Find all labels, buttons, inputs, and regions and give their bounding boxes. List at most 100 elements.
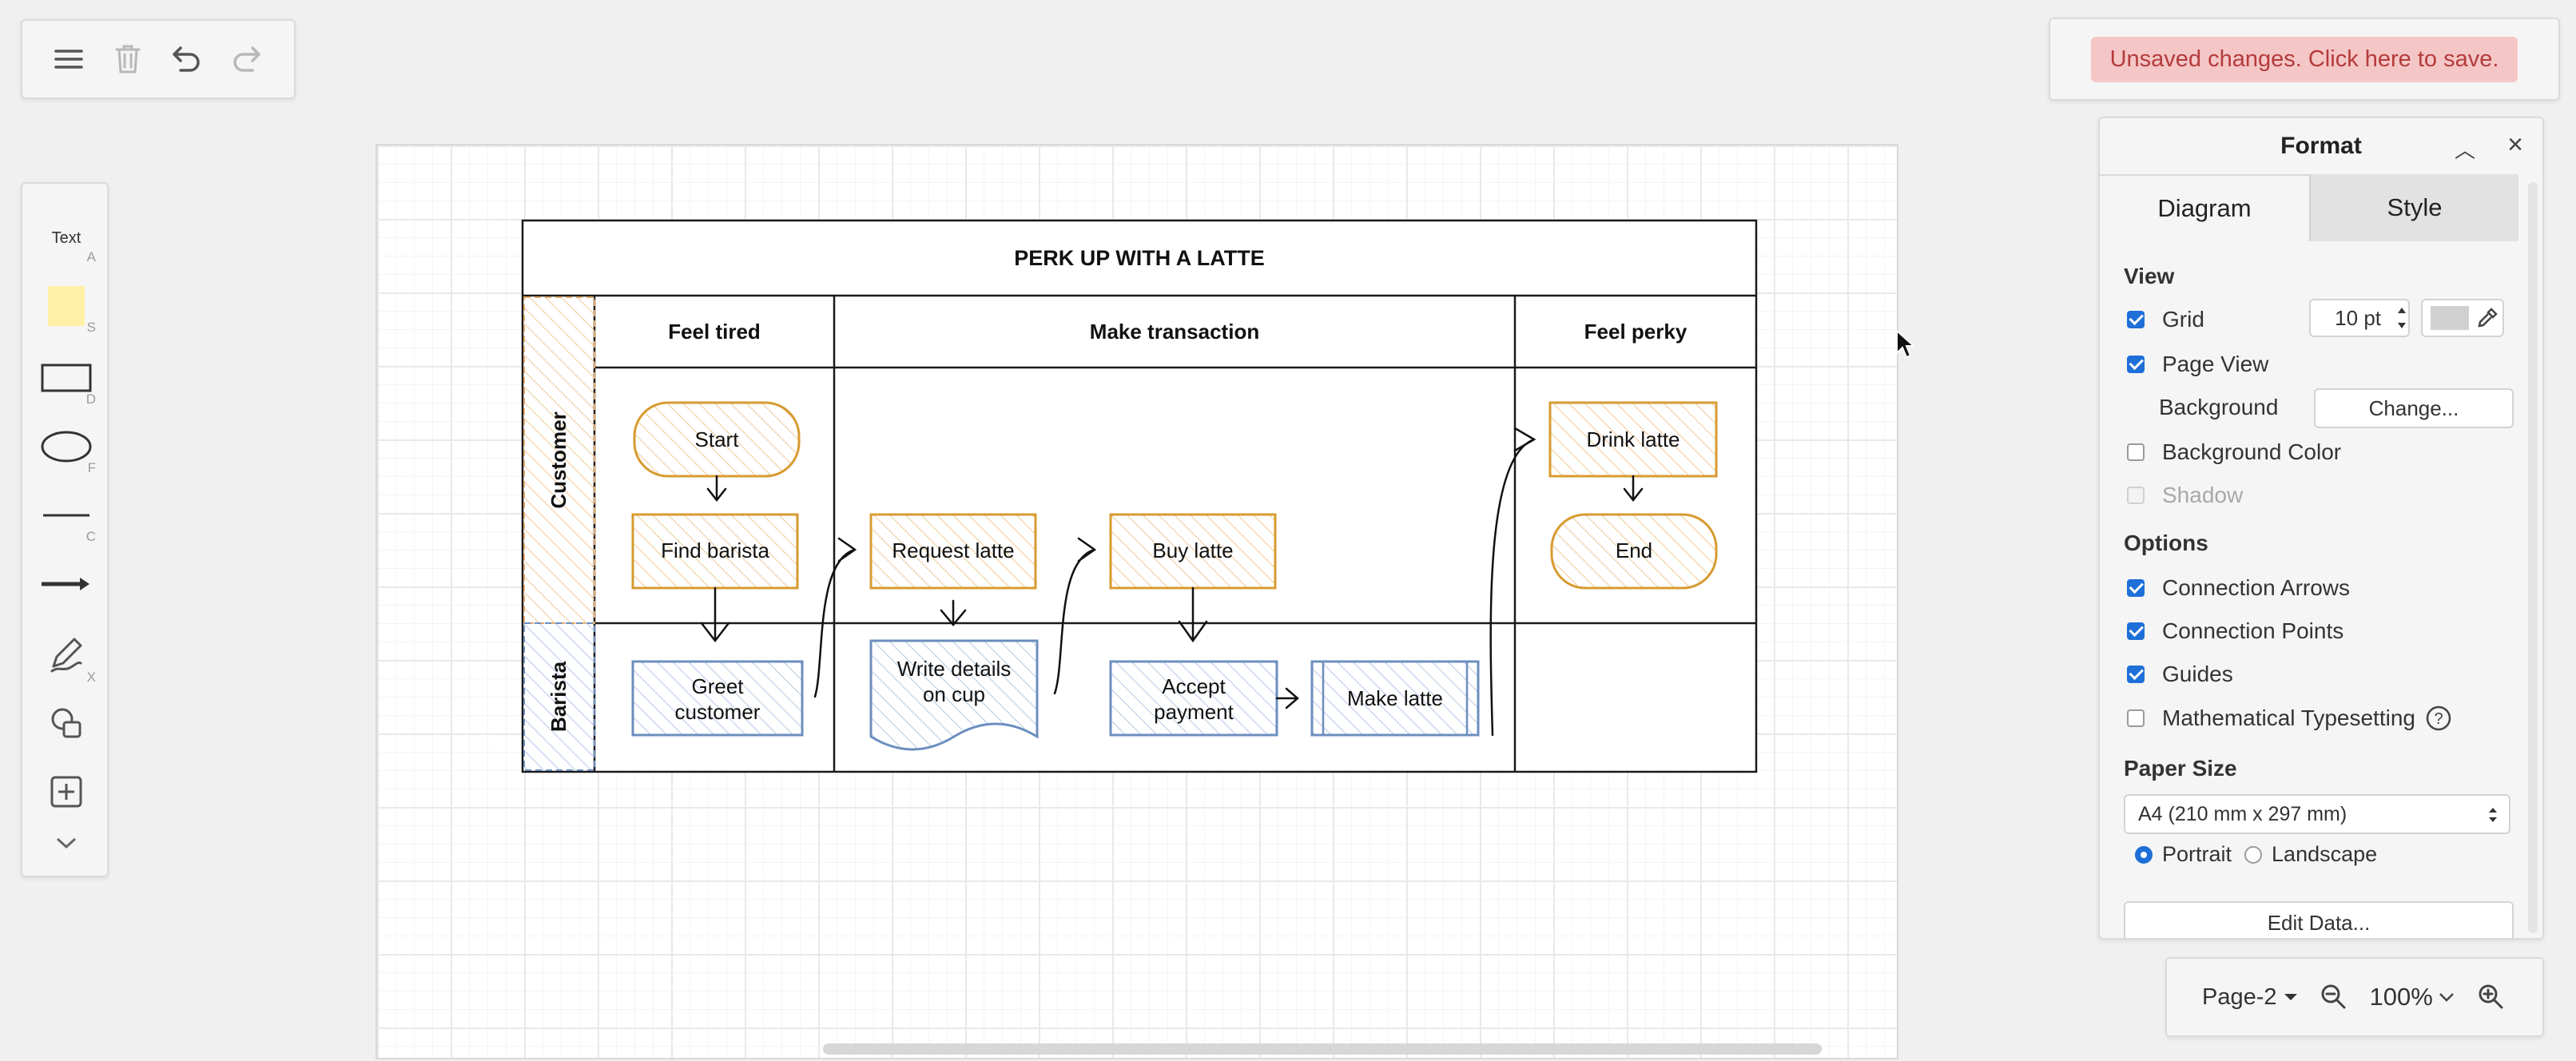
node-find-barista[interactable]: Find barista <box>631 513 799 590</box>
phase-feel-tired[interactable]: Feel tired <box>668 320 761 344</box>
format-panel-scrollbar[interactable] <box>2528 182 2538 933</box>
diagram-canvas[interactable]: PERK UP WITH A LATTE Feel tired Make tra… <box>376 144 1898 1059</box>
connection-arrows-checkbox[interactable] <box>2127 579 2145 597</box>
edit-data-button[interactable]: Edit Data... <box>2124 901 2514 938</box>
help-icon[interactable]: ? <box>2425 705 2452 732</box>
portrait-option[interactable]: Portrait <box>2135 842 2232 867</box>
connectors[interactable] <box>700 427 1644 737</box>
zoom-bar: Page-2 100% <box>2165 957 2544 1037</box>
diagram-title[interactable]: PERK UP WITH A LATTE <box>1014 246 1265 270</box>
node-greet-customer[interactable]: Greet customer <box>631 660 804 737</box>
shadow-option: Shadow <box>2127 483 2243 508</box>
connection-points-option[interactable]: Connection Points <box>2127 618 2343 644</box>
node-write-details[interactable]: Write details on cup <box>869 639 1039 751</box>
freehand-icon <box>50 638 82 673</box>
node-end[interactable]: End <box>1550 513 1718 590</box>
save-banner: Unsaved changes. Click here to save. <box>2049 18 2560 101</box>
guides-option[interactable]: Guides <box>2127 662 2233 687</box>
grid-option[interactable]: Grid <box>2127 307 2204 332</box>
svg-text:End: End <box>1616 538 1652 562</box>
insert-tool[interactable] <box>22 764 110 820</box>
change-background-button[interactable]: Change... <box>2314 388 2514 428</box>
node-start[interactable]: Start <box>633 401 801 478</box>
trash-icon[interactable] <box>105 37 150 81</box>
page-selector[interactable]: Page-2 <box>2202 984 2300 1011</box>
page-view-checkbox[interactable] <box>2127 356 2145 373</box>
chevron-down-icon <box>2439 993 2454 1002</box>
svg-text:Find barista: Find barista <box>661 538 769 562</box>
menu-icon[interactable] <box>46 37 91 81</box>
zoom-in-icon[interactable] <box>2476 982 2506 1012</box>
svg-text:Buy latte: Buy latte <box>1152 538 1233 562</box>
ellipse-icon <box>41 431 92 463</box>
phase-feel-perky[interactable]: Feel perky <box>1584 320 1688 344</box>
arrow-tool[interactable] <box>22 556 110 612</box>
sticky-note-icon <box>48 286 85 326</box>
arrow-icon <box>42 578 89 590</box>
math-typesetting-option[interactable]: Mathematical Typesetting ? <box>2127 705 2452 732</box>
phase-make-transaction[interactable]: Make transaction <box>1090 320 1259 344</box>
tab-style[interactable]: Style <box>2309 174 2518 241</box>
tab-diagram[interactable]: Diagram <box>2100 174 2309 241</box>
redo-icon[interactable] <box>224 37 268 81</box>
chevron-down-icon <box>56 837 77 849</box>
shadow-checkbox <box>2127 487 2145 504</box>
chevron-up-icon[interactable]: ︿ <box>2454 138 2475 162</box>
orientation-options: Portrait Landscape <box>2135 842 2377 867</box>
background-color-checkbox[interactable] <box>2127 443 2145 461</box>
zoom-out-icon[interactable] <box>2319 982 2349 1012</box>
svg-text:?: ? <box>2434 710 2443 728</box>
math-typesetting-checkbox[interactable] <box>2127 709 2145 727</box>
view-section-title: View <box>2124 264 2175 288</box>
grid-color-swatch <box>2431 306 2469 330</box>
portrait-radio[interactable] <box>2135 845 2153 864</box>
node-drink-latte[interactable]: Drink latte <box>1548 401 1718 478</box>
close-icon[interactable]: × <box>2507 129 2523 160</box>
svg-text:Start: Start <box>695 427 740 451</box>
shapes-tool[interactable] <box>22 695 110 751</box>
node-make-latte[interactable]: Make latte <box>1310 660 1480 737</box>
grid-size-input[interactable]: 10 pt <box>2309 299 2410 337</box>
grid-size-stepper-icon[interactable] <box>2395 300 2408 336</box>
mouse-cursor-icon <box>1896 329 1916 359</box>
background-color-option[interactable]: Background Color <box>2127 439 2341 465</box>
lane-customer-label: Customer <box>547 411 570 508</box>
node-accept-payment[interactable]: Accept payment <box>1109 660 1278 737</box>
svg-text:Greet: Greet <box>691 674 744 698</box>
lane-customer-header[interactable] <box>523 296 595 624</box>
connection-points-checkbox[interactable] <box>2127 622 2145 640</box>
shapes-icon <box>51 708 81 738</box>
connection-arrows-option[interactable]: Connection Arrows <box>2127 575 2350 601</box>
background-label: Background <box>2159 395 2279 419</box>
svg-text:Drink latte: Drink latte <box>1586 427 1680 451</box>
page-view-option[interactable]: Page View <box>2127 352 2268 377</box>
more-shapes-toggle[interactable] <box>22 823 110 863</box>
guides-checkbox[interactable] <box>2127 666 2145 683</box>
grid-checkbox[interactable] <box>2127 311 2145 328</box>
ellipse-tool[interactable]: F <box>22 419 110 475</box>
lane-barista-label: Barista <box>547 661 570 732</box>
text-tool[interactable]: Text A <box>51 228 96 265</box>
landscape-radio[interactable] <box>2244 845 2263 864</box>
paper-size-select[interactable]: A4 (210 mm x 297 mm) <box>2124 794 2510 834</box>
format-panel-title: Format <box>2280 133 2362 159</box>
shapes-sidebar: Text A S D F C X <box>21 182 109 877</box>
lane-barista-header[interactable] <box>523 622 595 771</box>
rectangle-tool[interactable]: D <box>22 350 110 407</box>
options-section-title: Options <box>2124 530 2208 555</box>
unsaved-changes-button[interactable]: Unsaved changes. Click here to save. <box>2090 36 2518 82</box>
node-request-latte[interactable]: Request latte <box>869 513 1037 590</box>
grid-color-picker[interactable] <box>2421 299 2504 337</box>
rectangle-icon <box>41 364 92 392</box>
sticky-note-tool[interactable]: S <box>22 278 110 335</box>
zoom-level-select[interactable]: 100% <box>2370 983 2455 1011</box>
add-icon <box>50 776 82 808</box>
format-panel: Format ︿ × Diagram Style View Grid 10 pt… <box>2098 117 2544 940</box>
freehand-tool[interactable]: X <box>22 623 110 685</box>
undo-icon[interactable] <box>165 37 209 81</box>
horizontal-scrollbar[interactable] <box>823 1043 1822 1055</box>
main-toolbar <box>21 19 296 99</box>
line-tool[interactable]: C <box>22 487 110 544</box>
node-buy-latte[interactable]: Buy latte <box>1109 513 1277 590</box>
landscape-option[interactable]: Landscape <box>2244 842 2377 867</box>
